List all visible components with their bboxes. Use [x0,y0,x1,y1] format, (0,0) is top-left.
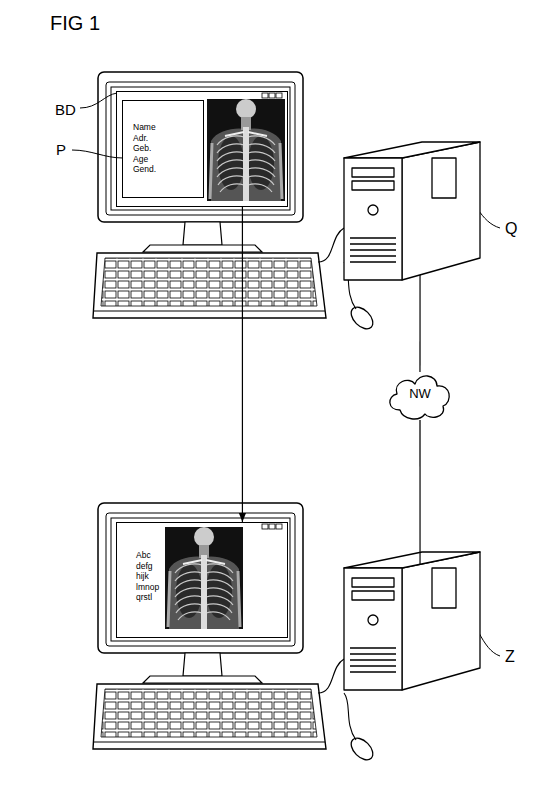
power-button [368,205,378,215]
application-window: Abc defg hijk lmnop qrstl [116,522,288,638]
vent-lines [350,648,396,672]
source-computer: Q [340,138,485,283]
callout-label: Z [505,648,529,666]
tower-outline [340,138,485,283]
tower-top [344,142,480,158]
patient-fields: Name Adr. Geb. Age Gend. [133,122,164,175]
leader-line [80,93,117,108]
tower-outline [340,548,485,693]
upper-workstation [93,72,377,333]
callout-label: Q [505,220,529,238]
placeholder-text: Abc defg hijk lmnop qrstl [136,550,167,603]
figure-title: FIG 1 [50,12,100,35]
network-cloud: NW [385,370,455,422]
power-button [368,615,378,625]
callout-label: BD [55,101,95,118]
target-computer: Z [340,548,485,693]
program-module [432,568,456,608]
tower-side [402,552,480,690]
network-link [419,420,420,564]
tower-top [344,552,480,568]
patient-data-panel: PName Adr. Geb. Age Gend. [122,100,204,198]
tower-front [344,568,402,690]
drive-bay [352,578,394,600]
program-module [432,158,456,198]
vent-lines [350,238,396,262]
callout-label: P [56,141,86,158]
transfer-arrow [242,207,243,522]
application-window: BDPName Adr. Geb. Age Gend. [116,91,288,207]
upper-xray [207,99,285,201]
tower-side [402,142,480,280]
network-link [419,275,420,372]
drive-bay [352,168,394,190]
network-label: NW [385,387,455,402]
tower-front [344,158,402,280]
lower-workstation [93,503,377,764]
lower-xray [165,527,243,629]
